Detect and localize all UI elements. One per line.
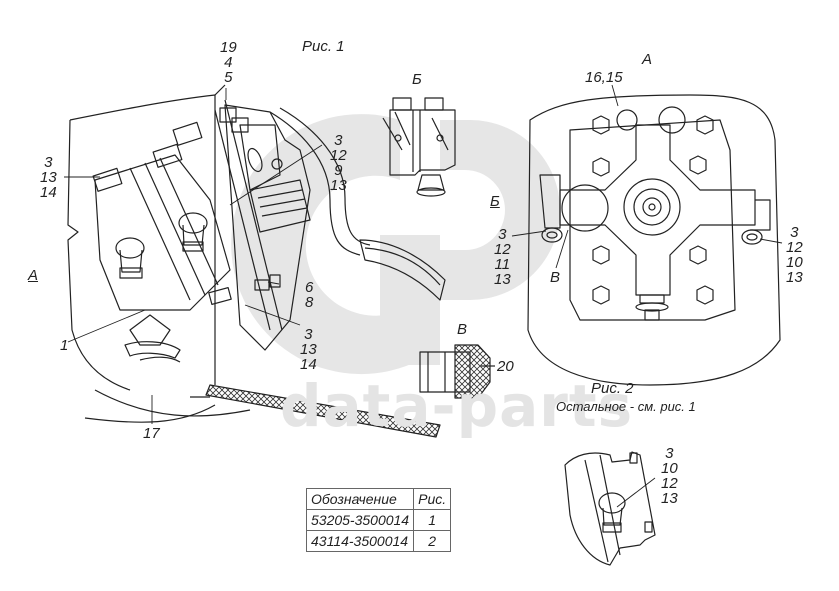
callout-6-8: 6 8: [305, 280, 313, 310]
designation-table: Обозначение Рис. 53205-3500014 1 43114-3…: [305, 488, 452, 552]
callout-item: 3: [498, 226, 507, 243]
view-b-title: Б: [412, 71, 422, 88]
callout-3-13-14-left: 3 13 14: [40, 155, 57, 200]
callout-item: 10: [661, 460, 678, 477]
callout-item: 12: [786, 239, 803, 256]
view-b-drawing: [382, 97, 456, 197]
callout-item: 13: [494, 271, 511, 288]
callout-item: 5: [224, 69, 233, 86]
callout-item: 13: [661, 490, 678, 507]
floor-insulation: [84, 384, 441, 438]
cell-figure: 2: [413, 530, 452, 552]
callout-item: 3: [44, 154, 53, 171]
callout-item: 10: [786, 254, 803, 271]
callout-item: 13: [300, 341, 317, 358]
callout-3-10-12-13: 3 10 12 13: [661, 446, 678, 506]
callout-19-4-5: 19 4 5: [220, 40, 237, 85]
callout-item: 12: [494, 241, 511, 258]
callout-item: 12: [330, 147, 347, 164]
section-v-title: В: [457, 321, 468, 338]
callout-3-12-9-13: 3 12 9 13: [330, 133, 347, 193]
callout-item: 14: [40, 184, 57, 201]
callout-1: 1: [60, 337, 69, 354]
view-b-arrow-label: Б: [490, 193, 500, 210]
table-row: 53205-3500014 1: [305, 509, 452, 531]
view-a-bolts: [592, 115, 714, 305]
callout-item: 12: [661, 475, 678, 492]
callout-item: 14: [300, 356, 317, 373]
callout-16-15: 16,15: [585, 69, 623, 86]
callout-item: 9: [334, 162, 343, 179]
header-designation: Обозначение: [305, 488, 415, 510]
table-row: 43114-3500014 2: [305, 530, 452, 552]
callout-item: 3: [304, 326, 313, 343]
callout-item: 6: [305, 279, 314, 296]
leader-lines-fig1: [64, 88, 323, 424]
view-a-arrow-label: А: [28, 267, 39, 284]
cell-figure: 1: [413, 509, 452, 531]
callout-item: 3: [790, 224, 799, 241]
table-header-row: Обозначение Рис.: [305, 488, 452, 510]
callout-17: 17: [143, 425, 160, 442]
callout-item: 8: [305, 294, 314, 311]
callout-item: 4: [224, 54, 233, 71]
header-figure: Рис.: [413, 488, 452, 510]
bracket-arm: [269, 107, 446, 301]
view-a-drawing: [527, 94, 781, 386]
callout-3-13-14-bottom: 3 13 14: [300, 327, 317, 372]
callout-3-12-10-13: 3 12 10 13: [786, 225, 803, 285]
callout-item: 3: [665, 445, 674, 462]
leader-lines-view-a: [511, 84, 783, 269]
section-v-callout: В: [550, 269, 561, 286]
fig1-main-assembly: [67, 84, 311, 417]
callout-item: 11: [494, 256, 511, 273]
section-v-drawing: [419, 344, 495, 399]
callout-item: 13: [330, 177, 347, 194]
callout-item: 19: [220, 39, 237, 56]
callout-item: 3: [334, 132, 343, 149]
cell-designation: 53205-3500014: [305, 509, 415, 531]
callout-3-12-11-13: 3 12 11 13: [494, 227, 511, 287]
fig2-title: Рис. 2: [591, 380, 634, 397]
callout-item: 13: [40, 169, 57, 186]
callout-item: 13: [786, 269, 803, 286]
fig2-drawing: [564, 451, 656, 566]
cell-designation: 43114-3500014: [305, 530, 415, 552]
watermark-text: data-parts: [280, 372, 634, 440]
fig2-note: Остальное - см. рис. 1: [556, 399, 696, 414]
fig1-title: Рис. 1: [302, 38, 345, 55]
callout-20: 20: [497, 358, 514, 375]
view-a-title: А: [642, 51, 653, 68]
